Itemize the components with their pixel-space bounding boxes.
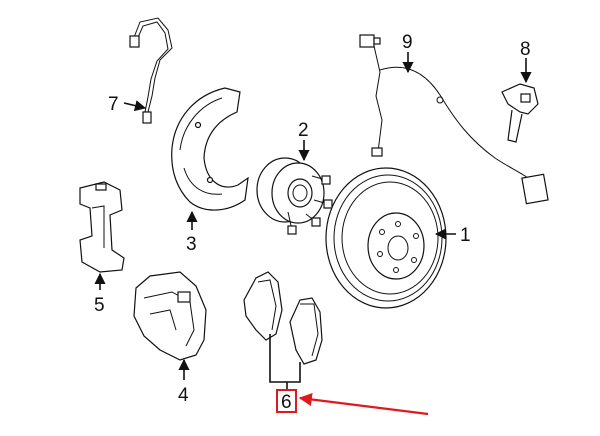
brake-pads-part xyxy=(243,271,323,390)
callout-3: 3 xyxy=(186,234,197,255)
callout-4: 4 xyxy=(178,385,189,406)
callout-8: 8 xyxy=(520,39,531,60)
callout-2: 2 xyxy=(298,120,309,141)
leader-6-bracket xyxy=(269,334,301,383)
abs-sensor-harness-part xyxy=(359,34,549,205)
brake-caliper-part xyxy=(133,271,207,361)
highlight-arrow xyxy=(298,392,429,416)
brake-disc-rotor-part xyxy=(325,167,447,309)
highlight-box xyxy=(276,389,297,413)
wheel-hub-part xyxy=(256,157,333,235)
callout-9: 9 xyxy=(402,32,413,53)
wheel-speed-sensor-part xyxy=(501,83,539,143)
caliper-bracket-part xyxy=(79,181,125,273)
callout-6: 6 xyxy=(281,392,292,413)
callout-5: 5 xyxy=(94,295,105,316)
brake-hose-part xyxy=(129,17,173,124)
callout-7: 7 xyxy=(108,94,119,115)
leader-7 xyxy=(123,100,147,112)
dust-shield-part xyxy=(171,87,249,211)
callout-1: 1 xyxy=(460,225,471,246)
